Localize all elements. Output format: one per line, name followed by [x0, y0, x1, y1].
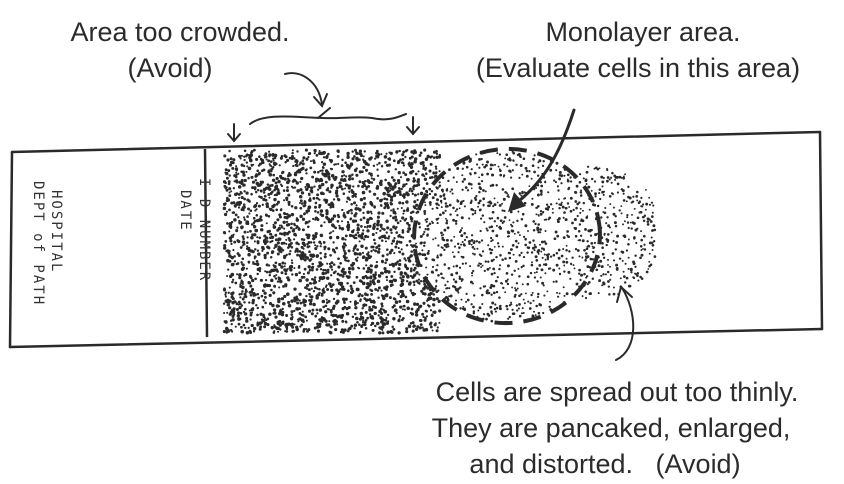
- thin-area-label: Cells are spread out too thinly. They ar…: [398, 374, 836, 482]
- crowded-area-label-line1: Area too crowded.: [42, 14, 318, 50]
- thin-pointer-arrow: [616, 287, 633, 360]
- monolayer-area-label: Monolayer area. (Evaluate cells in this …: [442, 14, 834, 86]
- slide-label-id-number: I D NUMBER: [196, 178, 212, 282]
- crowded-area-brace: [250, 108, 406, 124]
- thin-area-label-line2: They are pancaked, enlarged,: [398, 410, 836, 446]
- monolayer-area-label-line2: (Evaluate cells in this area): [442, 50, 834, 86]
- slide-label-date: DATE: [177, 190, 193, 232]
- crowded-area-label-line2: (Avoid): [42, 50, 318, 86]
- thin-area-label-line1: Cells are spread out too thinly.: [398, 374, 836, 410]
- thin-area-label-line3: and distorted. (Avoid): [398, 446, 836, 482]
- crowded-area-label: Area too crowded. (Avoid): [42, 14, 318, 86]
- monolayer-area-label-line1: Monolayer area.: [442, 14, 834, 50]
- thin-smear-dots: [579, 166, 656, 299]
- slide-label-dept: DEPT of PATH: [30, 181, 46, 306]
- slide-label-hospital: HOSPITAL: [48, 190, 64, 273]
- crowded-smear-dots: [223, 149, 442, 335]
